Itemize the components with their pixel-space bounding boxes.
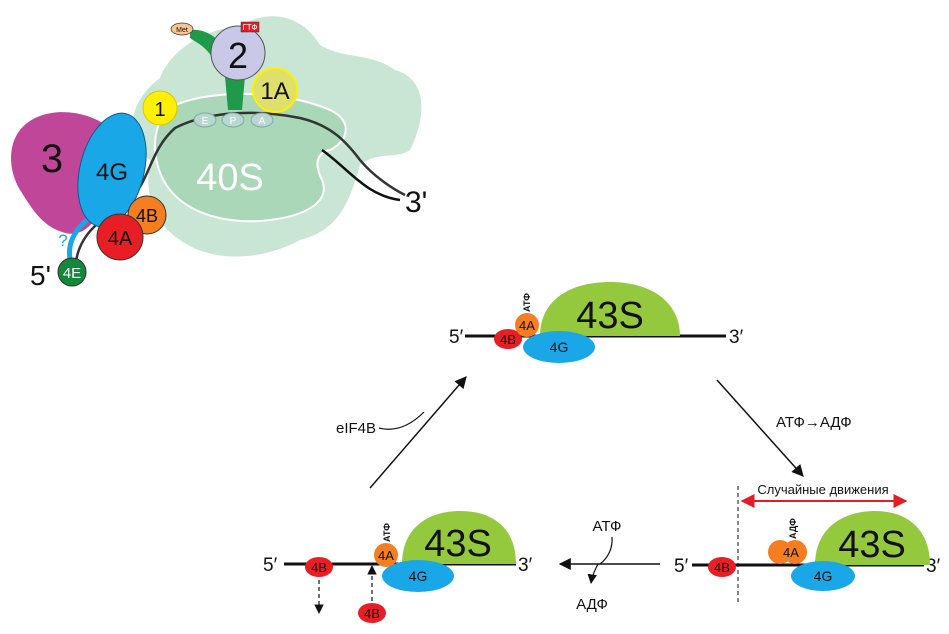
site-e-label: E [202, 116, 209, 127]
factor-1-shape [142, 90, 178, 126]
cycle-top-43s-shape [540, 282, 680, 336]
subunit-40s-label: 40S [196, 157, 264, 199]
factor-2-label: 2 [228, 35, 248, 76]
cycle-left-4b-leaving-shape [305, 557, 333, 577]
factor-1-label: 1 [154, 99, 165, 121]
cycle-top-4b-shape [494, 329, 522, 349]
factor-4a-shape [96, 213, 144, 261]
cycle-right-adp-label: АДФ [788, 518, 798, 539]
cycle-top-4a-label: 4A [519, 318, 535, 333]
cycle-right-4g-shape [791, 561, 855, 591]
cycle-top-43s-label: 43S [576, 295, 644, 337]
cycle-left-atp-label: АТФ [382, 523, 392, 542]
cycle-left-state: 5′ 3′ 43S 4G 4A АТФ 4B 4B [263, 511, 533, 623]
cycle-top-4g-shape [523, 331, 595, 363]
cycle-left-43s-shape [402, 511, 516, 564]
cycle-right-4a-label: 4A [783, 545, 799, 560]
cycle-top-atp-label: АТФ [522, 293, 532, 312]
met-label: Met [176, 27, 188, 34]
cycle-top-4g-label: 4G [550, 339, 569, 355]
cycle-left-three-prime: 3′ [518, 555, 533, 576]
atp-in-curve [599, 536, 613, 565]
cycle-right-five-prime: 5′ [674, 556, 689, 577]
cycle-left-4b-leaving-label: 4B [311, 560, 327, 575]
cycle-top-state: 5′ 3′ 43S 4G 4B 4A АТФ [449, 282, 744, 363]
factor-4b-label: 4B [136, 206, 158, 226]
factor-4a-label: 4A [108, 228, 133, 250]
cycle-right-4b-shape [708, 557, 736, 577]
arrow-top-to-right-label: АТФ→АДФ [776, 414, 852, 431]
site-p-shape [221, 112, 245, 128]
cycle-top-three-prime: 3′ [729, 327, 744, 348]
top-five-prime-label: 5' [30, 260, 51, 291]
cycle-top-4a-shape [515, 313, 539, 337]
arrow-right-to-left-in-label: АТФ [593, 518, 622, 535]
cycle-top-4b-label: 4B [500, 332, 516, 347]
arrow-top-to-right [716, 379, 804, 477]
cycle-left-five-prime: 5′ [263, 555, 278, 576]
arrow-left-to-top-label: eIF4B [336, 420, 376, 437]
cycle-right-43s-shape [815, 511, 930, 565]
arrow-right-to-left-out-label: АДФ [576, 596, 608, 613]
gtp-box [240, 21, 260, 33]
cycle-arrows: АТФ→АДФ АТФ АДФ eIF4B [336, 376, 852, 613]
cycle-right-4a-shape [783, 540, 807, 564]
cycle-top-five-prime: 5′ [449, 327, 464, 348]
site-a-label: A [259, 116, 266, 127]
question-mark: ? [58, 231, 67, 250]
random-moves-label: Случайные движения [757, 482, 888, 497]
site-a-shape [250, 112, 274, 128]
factor-2-shape [210, 25, 266, 81]
cycle-left-4a-label: 4A [378, 548, 394, 563]
cycle-right-state: 5′ 3′ Случайные движения 43S 4G 4B 4A АД… [674, 482, 941, 603]
cycle-right-4b-label: 4B [714, 560, 730, 575]
cycle-left-4g-label: 4G [409, 568, 428, 584]
site-e-shape [193, 112, 217, 128]
factor-4e-shape [57, 257, 87, 287]
adp-out-curve [587, 563, 599, 584]
gtp-label: ГТФ [242, 23, 257, 32]
initiation-complex-scheme: 3 4G 4B 4A 4E ? 5' 3' 40S E P A [11, 16, 427, 291]
arrow-left-to-top [369, 376, 467, 489]
factor-1a-label: 1A [260, 78, 289, 105]
cycle-left-4b-coming-shape [358, 603, 386, 623]
cycle-left-43s-label: 43S [424, 523, 492, 565]
cycle-left-4b-coming-label: 4B [364, 606, 380, 621]
cycle-left-4g-shape [382, 560, 454, 592]
eif4b-in-curve [378, 411, 425, 430]
factor-3-label: 3 [41, 137, 63, 181]
top-three-prime-label: 3' [405, 186, 427, 219]
met-label-shape [170, 22, 194, 36]
site-p-label: P [230, 116, 237, 127]
cycle-right-4g-label: 4G [814, 568, 833, 584]
factor-4e-label: 4E [63, 265, 81, 282]
cycle-right-43s-label: 43S [838, 524, 906, 566]
factor-4g-label: 4G [96, 159, 128, 186]
three-prime-tail [321, 148, 401, 202]
cycle-left-4a-shape [374, 543, 398, 567]
factor-1a-shape [252, 67, 298, 113]
factor-4g-shape [77, 112, 147, 228]
